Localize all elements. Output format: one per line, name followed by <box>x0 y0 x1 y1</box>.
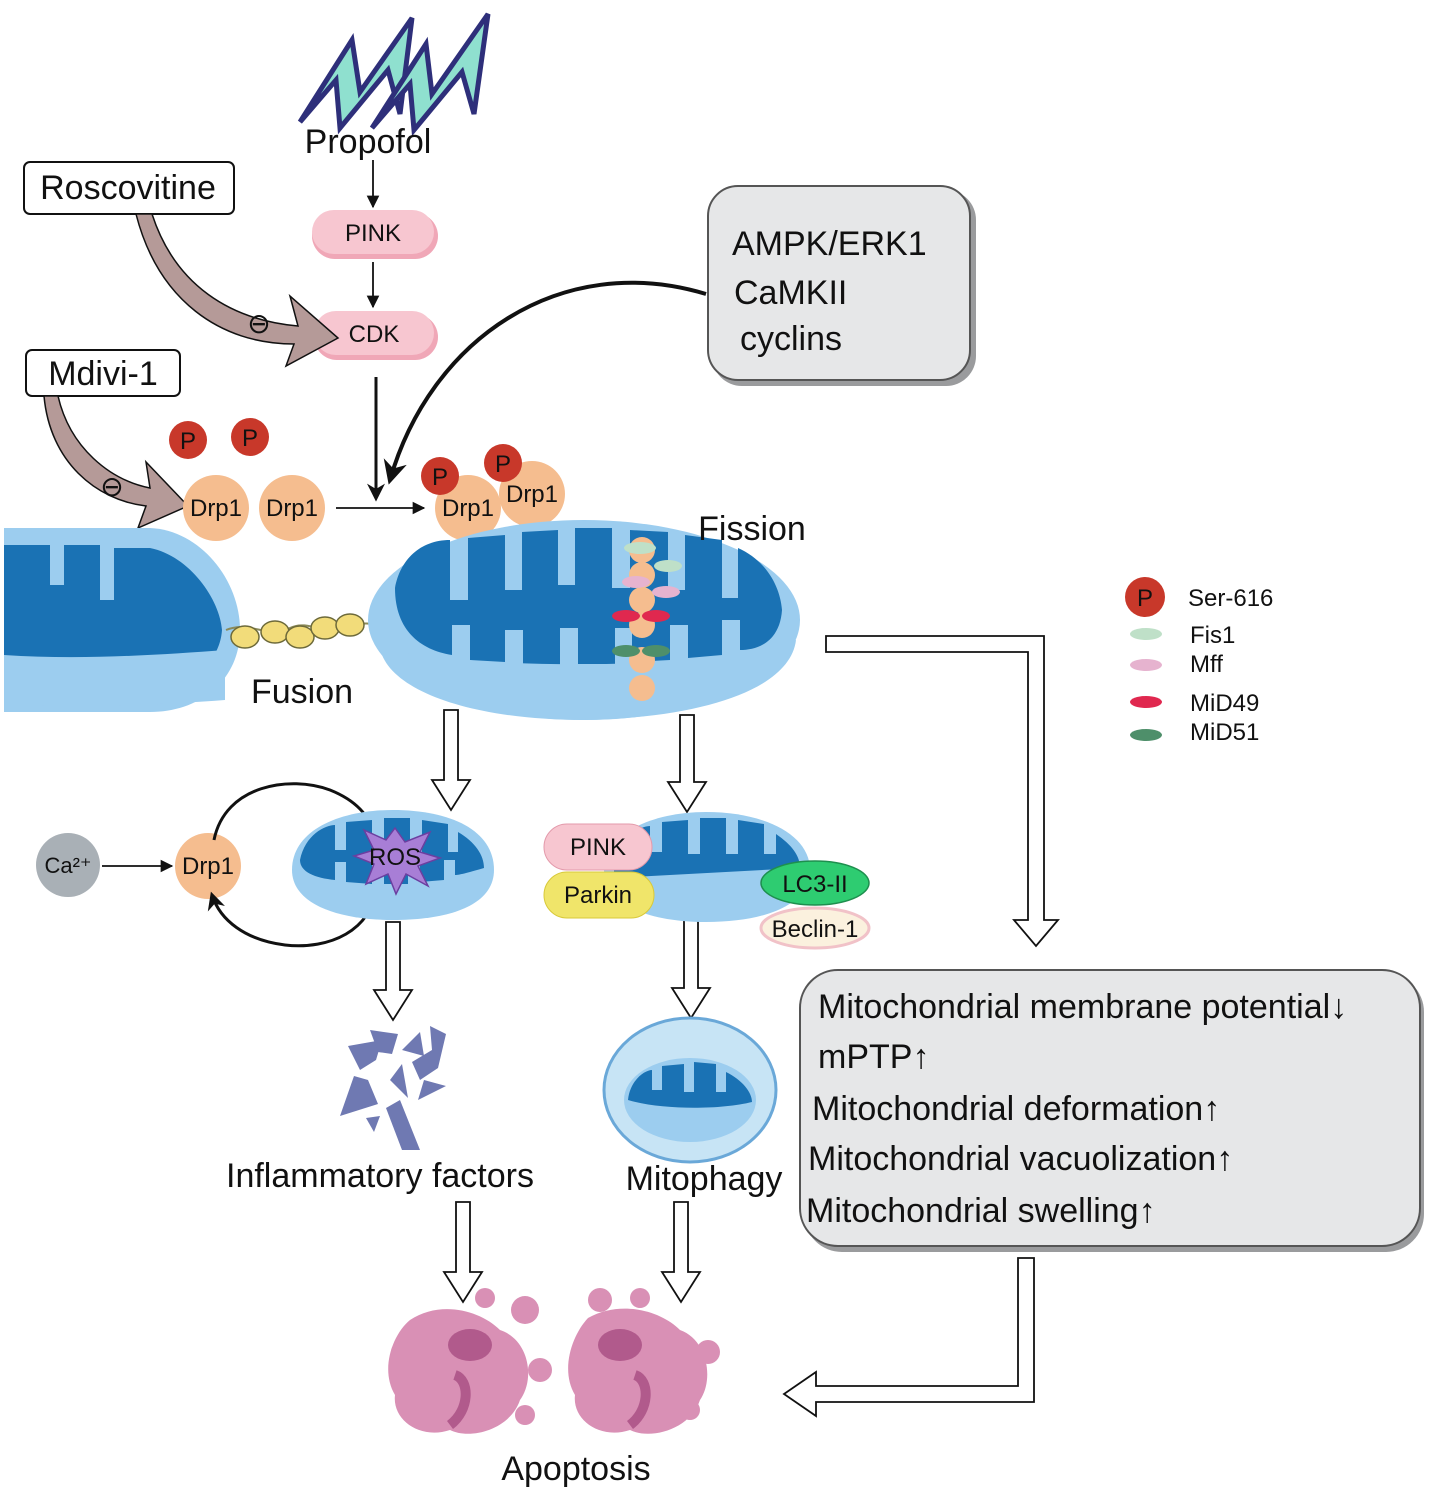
kinase-box <box>707 185 976 386</box>
effect-mptp: mPTP↑ <box>818 1038 929 1076</box>
mdivi-label: Mdivi-1 <box>48 355 158 393</box>
apoptotic-cell-right-icon <box>568 1288 720 1434</box>
lc3-marker: LC3-II <box>760 860 870 906</box>
legend-fis1-label: Fis1 <box>1190 622 1235 649</box>
effect-deformation: Mitochondrial deformation↑ <box>812 1090 1220 1128</box>
legend-fis1-swatch <box>1130 628 1162 640</box>
drp1-left-pair: P P Drp1 Drp1 <box>169 418 325 541</box>
mdivi-inhibit-icon: ⊖ <box>100 471 123 502</box>
effects-box <box>799 969 1424 1252</box>
legend-ser616-label: Ser-616 <box>1188 585 1273 612</box>
drp1-p-circle-2 <box>499 461 565 527</box>
calcium-label: Ca²⁺ <box>44 853 91 878</box>
mdivi-inhibit-arrow <box>43 395 190 530</box>
hollow-arrow-to-ros <box>430 709 472 812</box>
legend-ser616-p: P <box>1137 585 1153 612</box>
apoptosis-label: Apoptosis <box>501 1450 650 1488</box>
legend-mid51-label: MiD51 <box>1190 719 1259 746</box>
hollow-arrow-to-effects <box>825 635 1060 948</box>
apoptotic-cell-left-icon <box>388 1288 552 1434</box>
phospho-label-2: P <box>242 425 258 452</box>
hollow-arrow-effects-apoptosis <box>782 1257 1035 1418</box>
hollow-arrow-mitophagy-apoptosis <box>660 1201 702 1304</box>
drp1-p-circle-1 <box>435 475 501 541</box>
parkin-marker: Parkin <box>543 871 655 919</box>
fusion-label: Fusion <box>251 673 353 711</box>
beclin-marker-label: Beclin-1 <box>772 916 859 943</box>
legend-mff-swatch <box>1130 659 1162 671</box>
mitophagy-label: Mitophagy <box>626 1160 783 1198</box>
legend-ser616-swatch <box>1125 577 1165 617</box>
pink-marker-label: PINK <box>570 834 626 861</box>
kinase-cyclins-label: cyclins <box>740 320 842 358</box>
drp1-label-1: Drp1 <box>190 495 242 522</box>
propofol-lightning-icon <box>297 12 491 137</box>
cdk-label: CDK <box>349 321 400 348</box>
effect-vacuolization: Mitochondrial vacuolization↑ <box>808 1140 1233 1178</box>
roscovitine-label: Roscovitine <box>40 169 216 207</box>
drp1-label-2: Drp1 <box>266 495 318 522</box>
hollow-arrow-to-inflammatory <box>372 921 414 1022</box>
phospho-label-1: P <box>180 428 196 455</box>
hollow-arrow-to-autophagosome <box>670 917 712 1020</box>
drp1-ros-circle <box>175 833 241 899</box>
hollow-arrow-inflammatory-apoptosis <box>442 1201 484 1304</box>
drp1-circle-2 <box>259 475 325 541</box>
legend-mid51-swatch <box>1130 729 1162 741</box>
parkin-marker-label: Parkin <box>564 882 632 909</box>
ros-label: ROS <box>369 844 421 871</box>
drp1-ros-label: Drp1 <box>182 853 234 880</box>
legend-mid49-label: MiD49 <box>1190 690 1259 717</box>
legend: P Ser-616 Fis1 Mff MiD49 MiD51 <box>1125 577 1273 746</box>
phospho-circle-4 <box>484 444 522 482</box>
kinase-ampk-label: AMPK/ERK1 <box>732 225 927 263</box>
drp1-p-label-2: Drp1 <box>506 481 558 508</box>
effect-membrane-potential: Mitochondrial membrane potential↓ <box>818 988 1347 1026</box>
hollow-arrow-to-mitophagy <box>666 714 708 814</box>
roscovitine-inhibit-icon: ⊖ <box>247 308 270 339</box>
phospho-circle-3 <box>421 457 459 495</box>
fission-label: Fission <box>698 510 806 548</box>
propofol-label: Propofol <box>305 123 432 161</box>
mitophagy-mitochondrion <box>604 812 810 922</box>
phospho-label-4: P <box>495 451 511 478</box>
drp1-p-label-1: Drp1 <box>442 495 494 522</box>
cdk-pill: CDK <box>314 311 438 360</box>
fusion-coil-icon <box>225 613 381 649</box>
legend-mid49-swatch <box>1130 696 1162 708</box>
effect-swelling: Mitochondrial swelling↑ <box>806 1192 1156 1230</box>
inflammatory-shards-icon <box>340 1026 446 1150</box>
fission-mitochondrion <box>368 520 800 720</box>
phospho-circle-1 <box>169 421 207 459</box>
calcium-circle <box>36 833 100 897</box>
inflammatory-label: Inflammatory factors <box>226 1157 534 1195</box>
lc3-marker-label: LC3-II <box>782 871 847 898</box>
ros-star-icon <box>351 826 443 896</box>
autophagosome-icon <box>602 1016 778 1164</box>
pink-marker: PINK <box>543 823 653 871</box>
beclin-marker: Beclin-1 <box>759 906 871 950</box>
phospho-label-3: P <box>432 464 448 491</box>
mdivi-box <box>25 349 181 397</box>
pink-pill: PINK <box>312 210 438 259</box>
roscovitine-inhibit-arrow <box>135 213 340 368</box>
drp1-phosphorylated-pair: Drp1 Drp1 P P <box>421 444 565 541</box>
legend-mff-label: Mff <box>1190 651 1223 678</box>
arrow-kinase-drp1 <box>383 280 707 485</box>
kinase-camkii-label: CaMKII <box>734 274 847 312</box>
phospho-circle-2 <box>231 418 269 456</box>
roscovitine-box <box>23 161 235 215</box>
pink-label: PINK <box>345 220 401 247</box>
left-mitochondrion <box>4 528 240 712</box>
drp1-circle-1 <box>183 475 249 541</box>
fission-constriction-ring <box>612 537 682 701</box>
